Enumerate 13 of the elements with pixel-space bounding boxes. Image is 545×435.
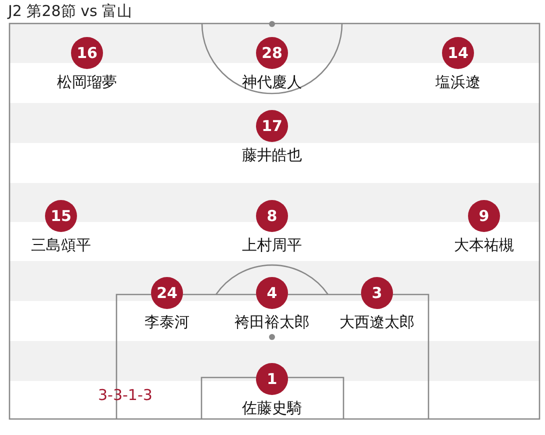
player-name: 塩浜遼	[436, 73, 480, 91]
player-name: 松岡瑠夢	[57, 73, 117, 91]
formation-label: 3-3-1-3	[98, 386, 152, 404]
player-name: 李泰河	[144, 313, 190, 331]
player-name: 袴田裕太郎	[234, 313, 310, 331]
player-name: 大本祐槻	[454, 236, 514, 254]
player-name: 上村周平	[242, 236, 302, 254]
title: J2 第28節 vs 富山	[8, 2, 132, 21]
player-name: 大西遼太郎	[340, 313, 414, 331]
player-name: 三島頌平	[31, 236, 91, 254]
player-name: 藤井皓也	[242, 146, 302, 164]
player-name: 佐藤史騎	[242, 399, 302, 417]
player-name: 神代慶人	[242, 73, 302, 91]
